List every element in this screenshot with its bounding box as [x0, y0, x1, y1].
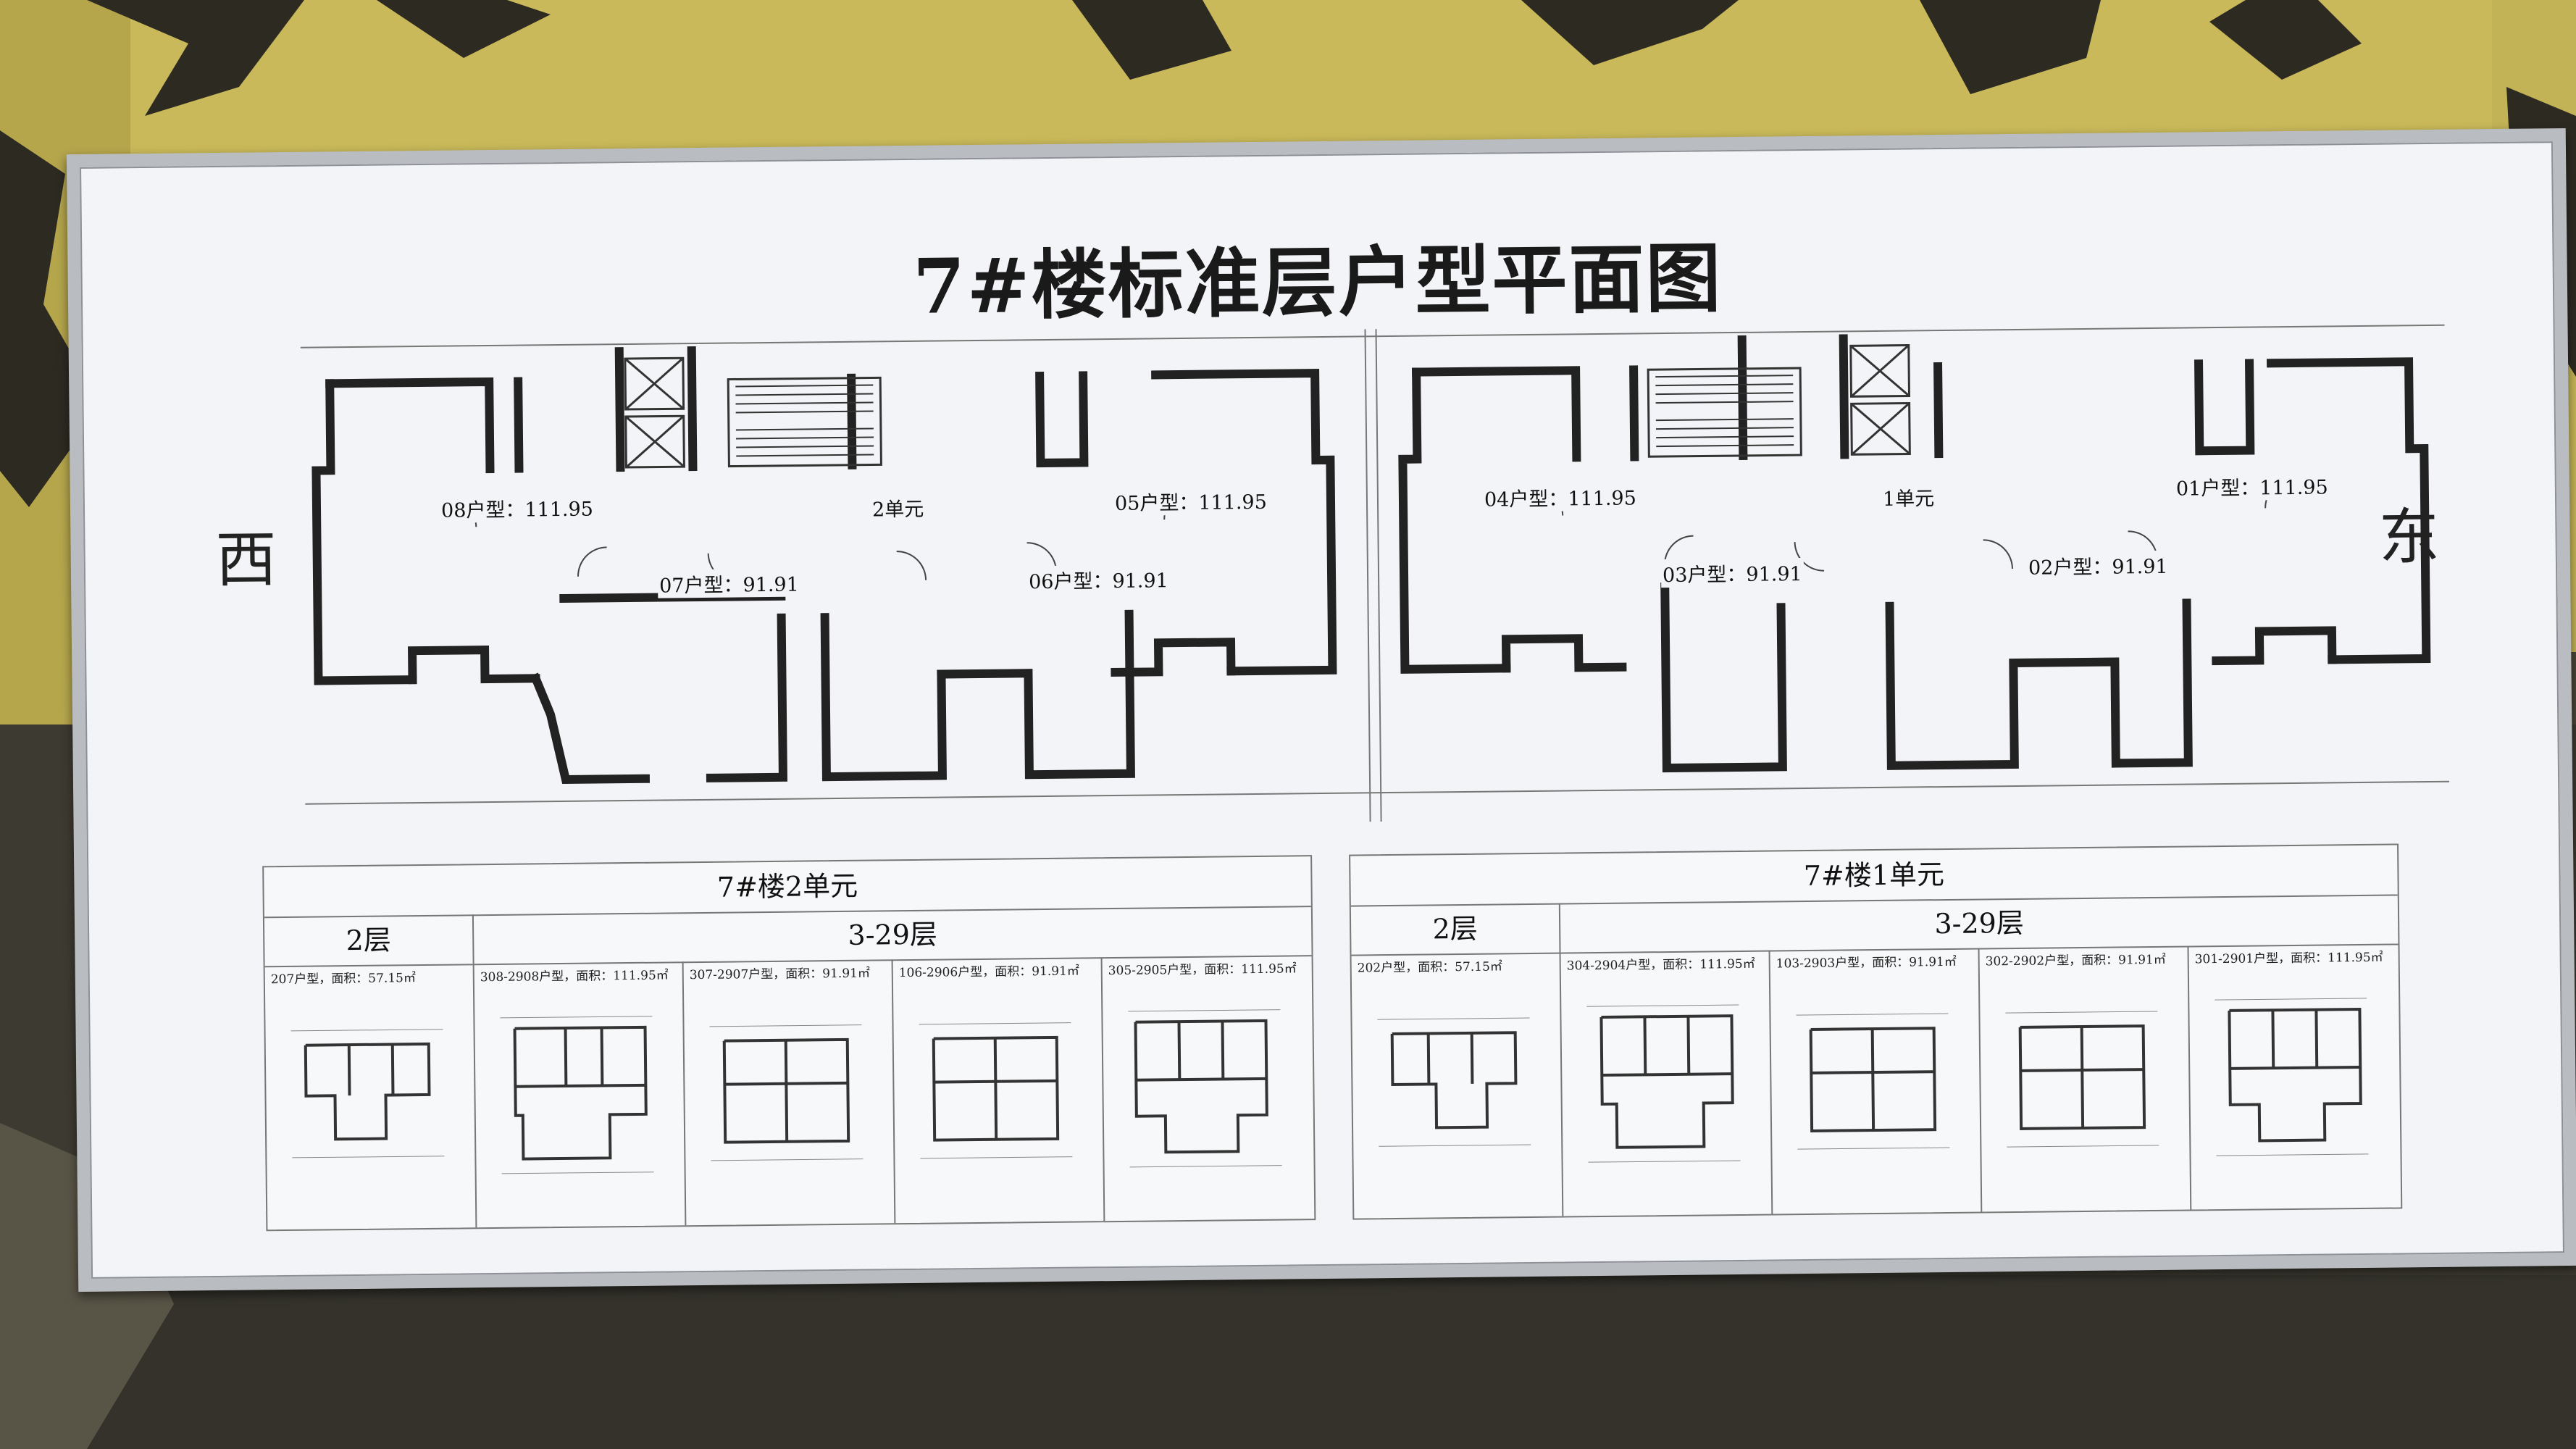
unit2-plan-cell: 106-2906户型，面积：91.91㎡: [892, 957, 1105, 1224]
plan-label-04: 04户型：111.95: [1482, 482, 1638, 512]
mini-floor-plan: [709, 1024, 863, 1161]
mini-floor-plan: [1377, 1017, 1531, 1147]
unit2-plan-cell: 307-2907户型，面积：91.91㎡: [683, 959, 896, 1226]
plan-caption: 304-2904户型，面积：111.95㎡: [1566, 956, 1755, 974]
unit1-plan-cell: 301-2901户型，面积：111.95㎡: [2188, 943, 2399, 1209]
plan-label-unit1: 1单元: [1881, 483, 1936, 511]
plan-label-06: 06户型：91.91: [1026, 564, 1170, 595]
plan-caption: 302-2902户型，面积：91.91㎡: [1985, 952, 2166, 969]
plan-caption: 106-2906户型，面积：91.91㎡: [898, 964, 1079, 981]
mini-floor-plan: [2215, 998, 2369, 1156]
unit2-plan-cell: 305-2905户型，面积：111.95㎡: [1103, 955, 1313, 1221]
plan-caption: 103-2903户型，面积：91.91㎡: [1776, 954, 1957, 972]
plan-caption: 308-2908户型，面积：111.95㎡: [480, 968, 669, 985]
plan-label-01: 01户型：111.95: [2174, 471, 2330, 501]
plan-label-03: 03户型：91.91: [1660, 558, 1804, 588]
unit2-plan-cells: 207户型，面积：57.15㎡ 308-2908户型，面积：111.95㎡ 30…: [264, 955, 1315, 1230]
unit1-plan-cells: 202户型，面积：57.15㎡ 304-2904户型，面积：111.95㎡ 10…: [1351, 943, 2401, 1219]
unit1-plan-table: 7#楼1单元 2层 3-29层 202户型，面积：57.15㎡ 304-2904…: [1349, 843, 2403, 1220]
plan-caption: 202户型，面积：57.15㎡: [1357, 959, 1502, 976]
west-direction-label: 西: [215, 524, 277, 596]
plan-label-02: 02户型：91.91: [2026, 550, 2170, 580]
unit2-plan-cell: 207户型，面积：57.15㎡: [264, 964, 477, 1230]
plan-label-05: 05户型：111.95: [1113, 485, 1269, 516]
mini-floor-plan: [290, 1029, 445, 1158]
unit1-plan-cell: 302-2902户型，面积：91.91㎡: [1979, 945, 2192, 1212]
plan-caption: 305-2905户型，面积：111.95㎡: [1108, 961, 1297, 979]
plan-label-07: 07户型：91.91: [657, 568, 800, 598]
plan-label-unit2: 2单元: [870, 493, 926, 522]
plan-caption: 207户型，面积：57.15㎡: [270, 971, 417, 987]
unit2-plan-table: 7#楼2单元 2层 3-29层 207户型，面积：57.15㎡ 308-2908…: [262, 855, 1316, 1232]
floor-plan-board: 7#楼标准层户型平面图 西 东: [66, 128, 2576, 1293]
unit2-floor2-header: 2层: [264, 914, 474, 966]
unit1-plan-cell: 304-2904户型，面积：111.95㎡: [1560, 950, 1773, 1216]
mini-floor-plan: [1586, 1004, 1741, 1163]
plan-caption: 301-2901户型，面积：111.95㎡: [2194, 950, 2383, 967]
unit1-plan-cell: 202户型，面积：57.15㎡: [1351, 952, 1564, 1219]
mini-floor-plan: [1796, 1013, 1950, 1150]
mini-floor-plan: [1128, 1009, 1282, 1168]
board-face: 7#楼标准层户型平面图 西 东: [80, 141, 2564, 1279]
standard-floor-plan-drawing: 08户型：111.95 2单元 05户型：111.95 07户型：91.91 0…: [300, 314, 2450, 833]
mini-floor-plan: [500, 1016, 654, 1174]
unit2-plan-cell: 308-2908户型，面积：111.95㎡: [474, 961, 687, 1228]
unit1-floors-header: 3-29层: [1934, 906, 2025, 940]
plan-caption: 307-2907户型，面积：91.91㎡: [689, 966, 871, 983]
unit1-plan-cell: 103-2903户型，面积：91.91㎡: [1770, 948, 1983, 1214]
unit1-floor2-header: 2层: [1350, 903, 1561, 955]
plan-label-08: 08户型：111.95: [439, 493, 595, 523]
mini-floor-plan: [919, 1022, 1073, 1159]
mini-floor-plan: [2005, 1011, 2159, 1148]
unit2-floors-header: 3-29层: [848, 918, 938, 951]
